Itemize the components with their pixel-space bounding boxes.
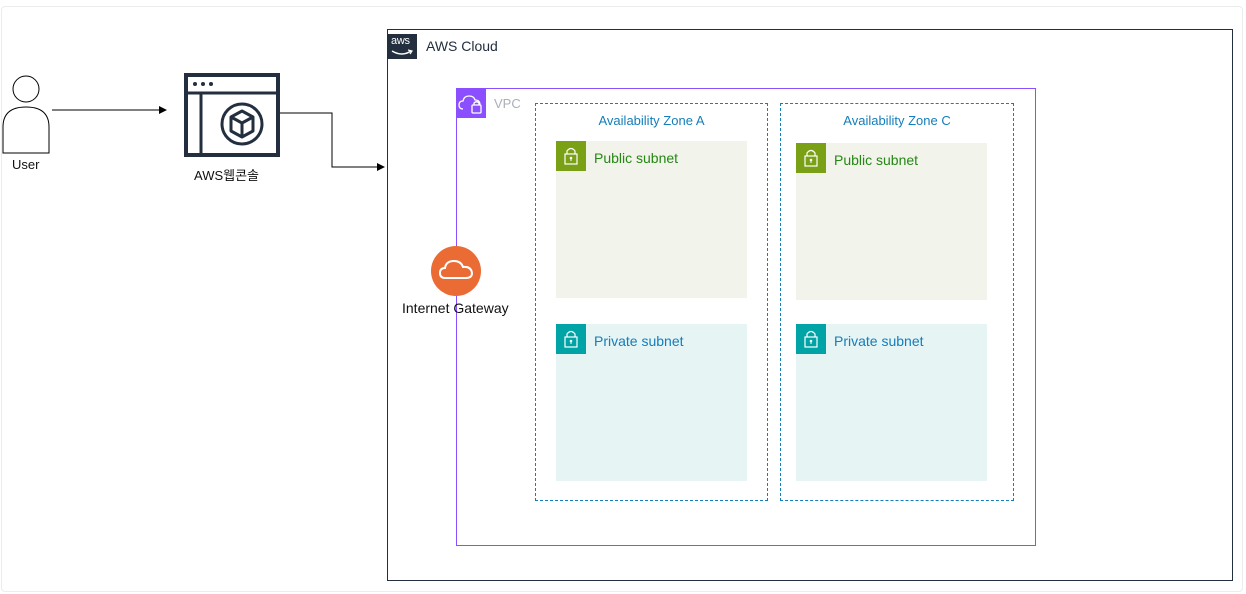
aws-cloud-group <box>387 29 1233 581</box>
zone-a-public-subnet: Public subnet <box>556 141 747 298</box>
private-subnet-title: Private subnet <box>594 333 684 349</box>
availability-zone-c: Availability Zone C Public subnet Privat… <box>780 103 1014 501</box>
zone-c-private-subnet: Private subnet <box>796 324 987 481</box>
internet-gateway-cloud-icon <box>431 246 481 296</box>
vpc-title: VPC <box>494 96 521 111</box>
padlock-icon <box>796 143 826 173</box>
padlock-icon <box>556 141 586 171</box>
public-subnet-title: Public subnet <box>834 152 919 168</box>
aws-cloud-title: AWS Cloud <box>426 38 498 54</box>
console-to-cloud-arrow <box>279 112 385 171</box>
user-icon <box>2 75 50 154</box>
zone-a-private-subnet: Private subnet <box>556 324 747 481</box>
zone-a-title: Availability Zone A <box>598 113 705 128</box>
internet-gateway-label: Internet Gateway <box>402 300 509 316</box>
padlock-icon <box>796 324 826 354</box>
zone-c-public-subnet: Public subnet <box>796 143 987 300</box>
private-subnet-title: Private subnet <box>834 333 924 349</box>
user-label: User <box>12 157 40 172</box>
browser-console-icon <box>184 73 280 157</box>
padlock-icon <box>556 324 586 354</box>
console-label: AWS웹콘솔 <box>194 168 260 183</box>
zone-c-title: Availability Zone C <box>843 113 951 128</box>
public-subnet-title: Public subnet <box>594 150 679 166</box>
vpc-cloud-icon <box>456 88 486 118</box>
availability-zone-a: Availability Zone A Public subnet Privat… <box>535 103 768 501</box>
vpc-group <box>456 88 1036 546</box>
aws-logo-icon: aws <box>387 34 417 59</box>
